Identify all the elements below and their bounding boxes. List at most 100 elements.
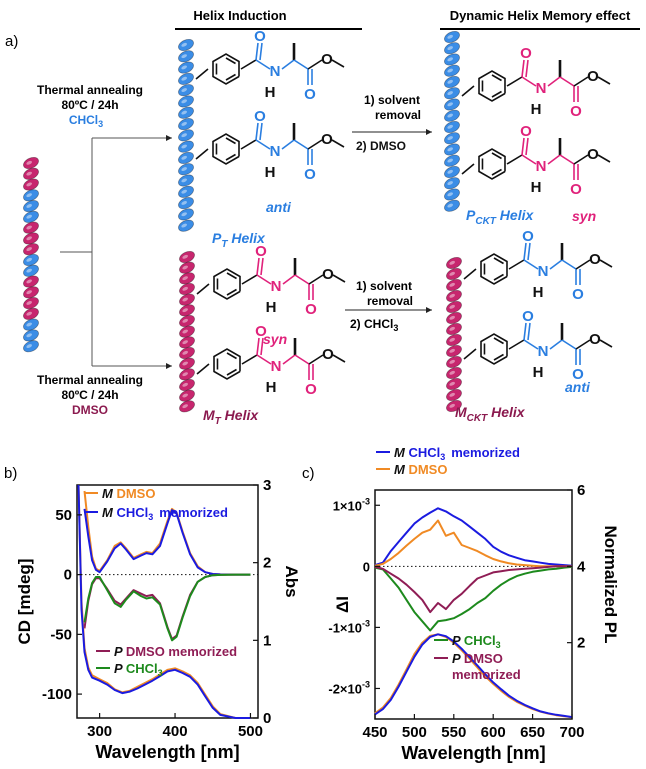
bond [226,368,237,376]
helix-highlight [449,348,455,353]
bond [195,68,209,80]
helix-turn [23,329,39,342]
helix-turn [444,98,460,111]
helix-highlight [447,124,453,129]
helix-highlight [26,257,32,262]
bond [561,339,577,350]
helix-turn [444,75,460,89]
legend-entry: P CHCl3 [452,633,501,650]
helix-turn [23,340,39,353]
bond [225,73,236,81]
atom-o: O [522,228,534,245]
helix-turn [179,368,195,381]
series-line [374,507,573,567]
helix-highlight [449,271,455,276]
helix-highlight [181,189,187,194]
helix-turn [444,87,460,100]
helix-turn [446,322,462,336]
y-tick-label: -100 [42,686,72,703]
helix-turn [446,333,462,347]
legend-extra: memorized [452,667,521,682]
helix-turn [178,50,194,63]
helix-turn [178,118,194,131]
legend-text: DMSO [464,651,503,666]
legend-entry: P CHCl3 [114,661,163,678]
helix-turn [444,154,460,167]
legend-prefix: M [102,486,116,501]
anti-label-bottom: anti [565,379,591,395]
pckt-helix [444,30,460,212]
atom-o: O [520,123,532,140]
atom-o: O [570,181,582,198]
helix-turn [179,346,195,360]
x-axis-label: Wavelength [nm] [95,742,239,762]
atom-o: O [589,331,601,348]
bond [525,137,529,156]
y-tick-label: -1×10-3 [328,618,370,635]
legend-text: DMSO memorized [126,644,237,659]
bond [225,57,236,65]
helix-turn [179,389,195,402]
helix-turn [444,30,460,44]
atom-o: O [304,166,316,183]
bond [478,70,506,102]
helix-highlight [26,236,32,241]
y-right-tick-label: 0 [263,710,271,727]
legend-prefix: P [452,651,464,666]
helix-turn [23,178,39,191]
bond [307,139,323,150]
bond [463,348,477,360]
y-right-axis-label: Abs [282,565,301,597]
bond [561,259,577,270]
y-tick-exponent: -3 [362,618,370,628]
bond [575,259,591,270]
atom-o: O [321,131,333,148]
helix-turn [23,307,39,320]
bond [212,133,240,165]
atom-n: N [536,80,547,97]
bond [256,274,272,285]
bottom-arrow-step2: 2) CHCl3 [350,317,398,333]
bond [332,354,346,363]
helix-highlight [449,381,455,386]
legend-sub: 3 [158,668,163,678]
legend-sub: 3 [148,512,153,522]
helix-highlight [26,290,32,295]
bond [527,242,531,261]
plot-frame [76,484,259,719]
helix-turn [444,132,460,145]
y-tick-label: -2×10-3 [328,679,370,696]
bond [226,352,237,360]
bond [547,76,561,87]
pt-helix-label: PT Helix [212,230,266,250]
helix-turn [23,275,39,288]
bond [597,76,611,85]
heading-helix-induction: Helix Induction [193,8,286,23]
atom-n: N [271,278,282,295]
bond [225,153,236,161]
y-right-tick-label: 3 [263,477,271,494]
bottom-annealing-line2: 80ºC / 24h [61,388,118,402]
heading-memory-effect: Dynamic Helix Memory effect [450,8,631,23]
helix-highlight [447,169,453,174]
legend-prefix: P [114,644,126,659]
legend-text: CHCl [126,661,158,676]
x-tick-label: 600 [481,724,506,741]
series-line [83,573,251,642]
atom-o: O [589,251,601,268]
helix-highlight [449,326,455,331]
legend-prefix: P [452,633,464,648]
atom-o: O [570,103,582,120]
x-tick-label: 400 [163,723,188,740]
helix-turn [178,95,194,108]
y-axis-label: ΔI [333,596,352,613]
panel-a-label: a) [5,33,18,50]
bond [523,259,539,270]
bond [212,53,240,85]
top-arrow-step1: 1) solvent [364,93,420,107]
helix-highlight [182,382,188,387]
bond [599,339,613,348]
